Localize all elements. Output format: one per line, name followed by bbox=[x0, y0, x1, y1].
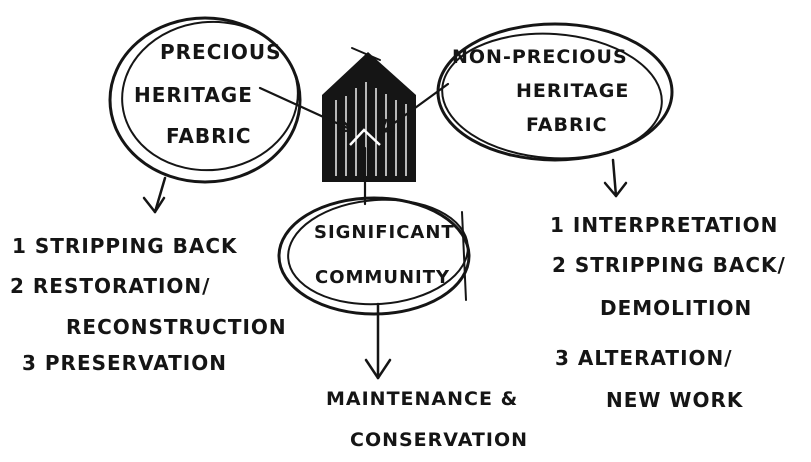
community-node-tick bbox=[461, 211, 467, 301]
house-hatching bbox=[335, 82, 407, 176]
precious-down-arrow bbox=[142, 176, 167, 214]
non-precious-label-line2: HERITAGE bbox=[516, 80, 629, 102]
non-precious-action-1: 1 INTERPRETATION bbox=[550, 213, 778, 237]
non-precious-to-house-line bbox=[380, 82, 450, 134]
house-icon bbox=[322, 47, 416, 182]
precious-node-oval-sketch bbox=[121, 20, 299, 172]
non-precious-action-2-cont: DEMOLITION bbox=[600, 296, 752, 320]
precious-label-line1: PRECIOUS bbox=[160, 40, 282, 64]
community-action-line1: MAINTENANCE & bbox=[326, 388, 518, 410]
non-precious-down-arrow bbox=[603, 158, 628, 198]
community-label-line1: SIGNIFICANT bbox=[314, 222, 455, 243]
precious-label-line3: FABRIC bbox=[166, 124, 252, 148]
non-precious-label-line3: FABRIC bbox=[526, 114, 608, 136]
house-roof-scribble bbox=[351, 47, 381, 61]
non-precious-label-line1: NON-PRECIOUS bbox=[452, 46, 628, 68]
precious-node-oval bbox=[108, 16, 302, 184]
non-precious-action-3: 3 ALTERATION/ bbox=[555, 346, 733, 370]
precious-heritage-node: PRECIOUS HERITAGE FABRIC bbox=[108, 16, 302, 184]
community-node-oval-sketch bbox=[287, 198, 469, 306]
precious-action-2-cont: RECONSTRUCTION bbox=[66, 315, 287, 339]
non-precious-action-3-cont: NEW WORK bbox=[606, 388, 744, 412]
community-label-line2: COMMUNITY bbox=[315, 267, 450, 288]
non-precious-actions-list: 1 INTERPRETATION 2 STRIPPING BACK/ DEMOL… bbox=[550, 213, 786, 412]
precious-to-house-line bbox=[258, 86, 354, 132]
precious-label-line2: HERITAGE bbox=[134, 83, 253, 107]
precious-actions-list: 1 STRIPPING BACK 2 RESTORATION/ RECONSTR… bbox=[10, 234, 287, 375]
non-precious-heritage-node: NON-PRECIOUS HERITAGE FABRIC bbox=[436, 22, 674, 162]
community-action-line2: CONSERVATION bbox=[350, 429, 528, 451]
community-actions-list: MAINTENANCE & CONSERVATION bbox=[326, 388, 528, 451]
non-precious-action-2: 2 STRIPPING BACK/ bbox=[552, 253, 786, 277]
non-precious-to-house-arrowhead bbox=[380, 118, 396, 134]
community-down-arrow bbox=[364, 302, 392, 380]
community-node-oval bbox=[277, 196, 471, 316]
precious-action-1: 1 STRIPPING BACK bbox=[12, 234, 238, 258]
precious-to-house-arrowhead bbox=[336, 116, 354, 134]
precious-action-3: 3 PRESERVATION bbox=[22, 351, 227, 375]
house-center-mark bbox=[349, 128, 381, 146]
precious-action-2: 2 RESTORATION/ bbox=[10, 274, 210, 298]
significant-community-node: SIGNIFICANT COMMUNITY bbox=[277, 196, 471, 316]
